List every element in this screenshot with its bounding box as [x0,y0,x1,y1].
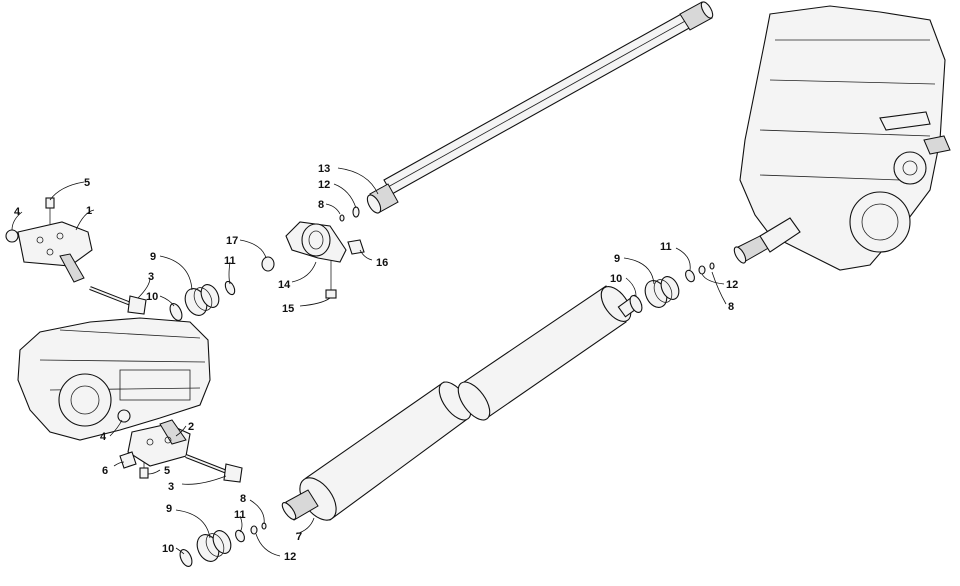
callout-12-right: 12 [726,279,738,291]
nut-lower [117,409,131,423]
ring-11-lower [235,529,245,543]
front-differential [17,317,211,441]
callout-16: 16 [376,257,388,269]
bolt-upper [45,197,55,224]
callout-11-right: 11 [660,241,672,253]
callout-7: 7 [296,531,302,543]
ring-11-right [685,269,695,283]
callout-15: 15 [282,303,294,315]
callout-11-lower: 11 [234,509,246,521]
transmission-assembly [733,5,951,271]
ring-10-right [629,295,643,313]
callout-8-lower: 8 [240,493,246,505]
callout-1: 1 [86,205,92,217]
callout-3-upper: 3 [148,271,154,283]
callout-8-right: 8 [728,301,734,313]
callout-12-upper: 12 [318,179,330,191]
callout-14: 14 [278,279,291,291]
callout-10-upper: 10 [146,291,158,303]
callout-10-right: 10 [610,273,622,285]
ring-12-upper [352,206,360,218]
boot-upper-left [184,284,220,316]
callout-8-upper: 8 [318,199,324,211]
callout-9-lower: 9 [166,503,172,515]
callout-5-lower: 5 [164,465,170,477]
nut-upper [5,229,19,243]
mount-bracket-upper [17,221,93,283]
callout-labels: 1 2 3 3 4 4 5 5 6 7 8 8 8 9 9 9 10 10 10… [14,163,738,563]
callout-12-lower: 12 [284,551,296,563]
ring-11-upper [224,280,236,296]
leader-lines [11,167,727,557]
boot-right [644,276,680,308]
callout-9-right: 9 [614,253,620,265]
callout-3-lower: 3 [168,481,174,493]
ring-8-upper [339,214,345,222]
nut-16 [347,239,365,255]
clip-lower [119,451,137,469]
ring-12-right [698,265,706,275]
carrier-bearing [285,221,347,263]
callout-17: 17 [226,235,238,247]
bolt-15 [325,260,337,299]
mount-bracket-lower [127,419,191,467]
callout-4-upper: 4 [14,206,21,218]
bolt-lower [139,462,149,479]
boot-lower [196,530,232,562]
ring-10-upper [169,303,183,321]
callout-2: 2 [188,421,194,433]
ring-12-lower [250,525,258,535]
long-bolt-upper [89,286,147,315]
ring-10-lower [179,549,193,567]
upper-propshaft [366,1,714,214]
callout-10-lower: 10 [162,543,174,555]
callout-13: 13 [318,163,330,175]
callout-5-upper: 5 [84,177,90,189]
callout-6: 6 [102,465,108,477]
callout-11-upper: 11 [224,255,236,267]
snap-ring-17 [261,256,275,272]
callout-9-upper: 9 [150,251,156,263]
long-bolt-lower [185,454,243,483]
lower-propshaft [281,285,643,521]
callout-4-lower: 4 [100,431,107,443]
ring-8-right [709,262,715,270]
